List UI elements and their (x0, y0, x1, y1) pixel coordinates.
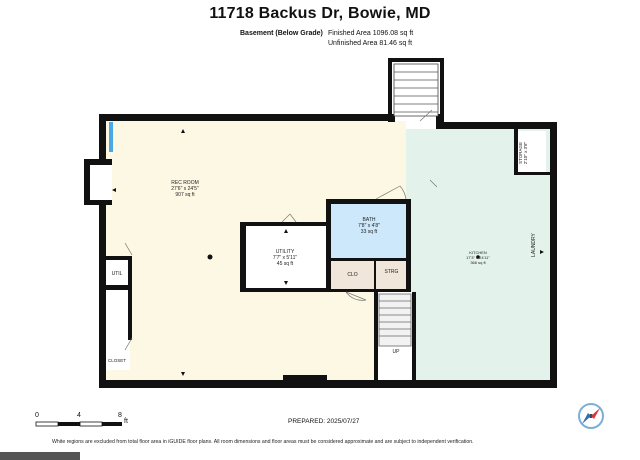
level-name: Basement (Below Grade) (240, 30, 323, 37)
util-area (104, 260, 130, 286)
rec-room-name: REC ROOM (171, 180, 199, 186)
upper-stairs (393, 63, 439, 117)
scale-tick-0: 0 (35, 412, 39, 419)
storage-dims: 2'10" x 3'8" (523, 141, 529, 165)
walls (84, 58, 557, 388)
utility-dims: 7'7" x 5'11" (272, 255, 298, 261)
kitchen-area: 366 sq ft (470, 260, 486, 265)
scale-bar (35, 421, 122, 427)
kitchen-name: KITCHEN (469, 250, 487, 255)
closet-label: CLOSET (107, 358, 126, 363)
rec-room-dims: 27'6" x 24'5" (171, 186, 199, 192)
finished-area: Finished Area 1096.08 sq ft (328, 30, 414, 37)
scale-tick-8: 8 (118, 412, 122, 419)
prepared-date: PREPARED: 2025/07/27 (288, 418, 360, 425)
bath-label: BATH 7'8" x 4'8" 33 sq ft (332, 217, 406, 235)
door-swings (124, 109, 438, 351)
bath-dims: 7'8" x 4'8" (358, 223, 380, 229)
markers (112, 129, 544, 376)
rec-room-label: REC ROOM 27'6" x 24'5" 907 sq ft (160, 180, 210, 198)
laundry-label: LAUNDRY (530, 233, 537, 257)
bath-area (330, 203, 408, 260)
page-title: 11718 Backus Dr, Bowie, MD (209, 5, 431, 22)
bump-out-area (88, 165, 112, 201)
stairs-up-label: UP (392, 349, 400, 355)
kitchen-label: KITCHEN 17'3" x 24'11" 366 sq ft (450, 250, 506, 265)
kitchen-dims: 17'3" x 24'11" (466, 255, 490, 260)
strg-label: STRG (384, 269, 399, 275)
lower-stairs (378, 293, 412, 347)
disclaimer: White regions are excluded from total fl… (52, 439, 474, 445)
clo-label: CLO (347, 272, 358, 278)
util-label: UTIL (111, 271, 123, 277)
storage-label: STORAGE 2'10" x 3'8" (518, 142, 528, 164)
bath-name: BATH (362, 217, 376, 223)
utility-area: 45 sq ft (276, 261, 294, 267)
rec-room-area: 907 sq ft (175, 192, 195, 198)
scale-unit: ft (124, 418, 128, 425)
closet-area (104, 290, 130, 370)
bottom-bar (0, 452, 80, 460)
clo-area (330, 260, 375, 291)
window (109, 122, 113, 152)
scale-tick-4: 4 (77, 412, 81, 419)
strg-area (375, 260, 408, 291)
utility-label: UTILITY 7'7" x 5'11" 45 sq ft (258, 249, 312, 267)
storage-area (517, 131, 546, 173)
compass-icon (578, 403, 604, 429)
utility-name: UTILITY (275, 249, 295, 255)
bath-area: 33 sq ft (360, 229, 378, 235)
unfinished-area: Unfinished Area 81.46 sq ft (328, 40, 413, 47)
